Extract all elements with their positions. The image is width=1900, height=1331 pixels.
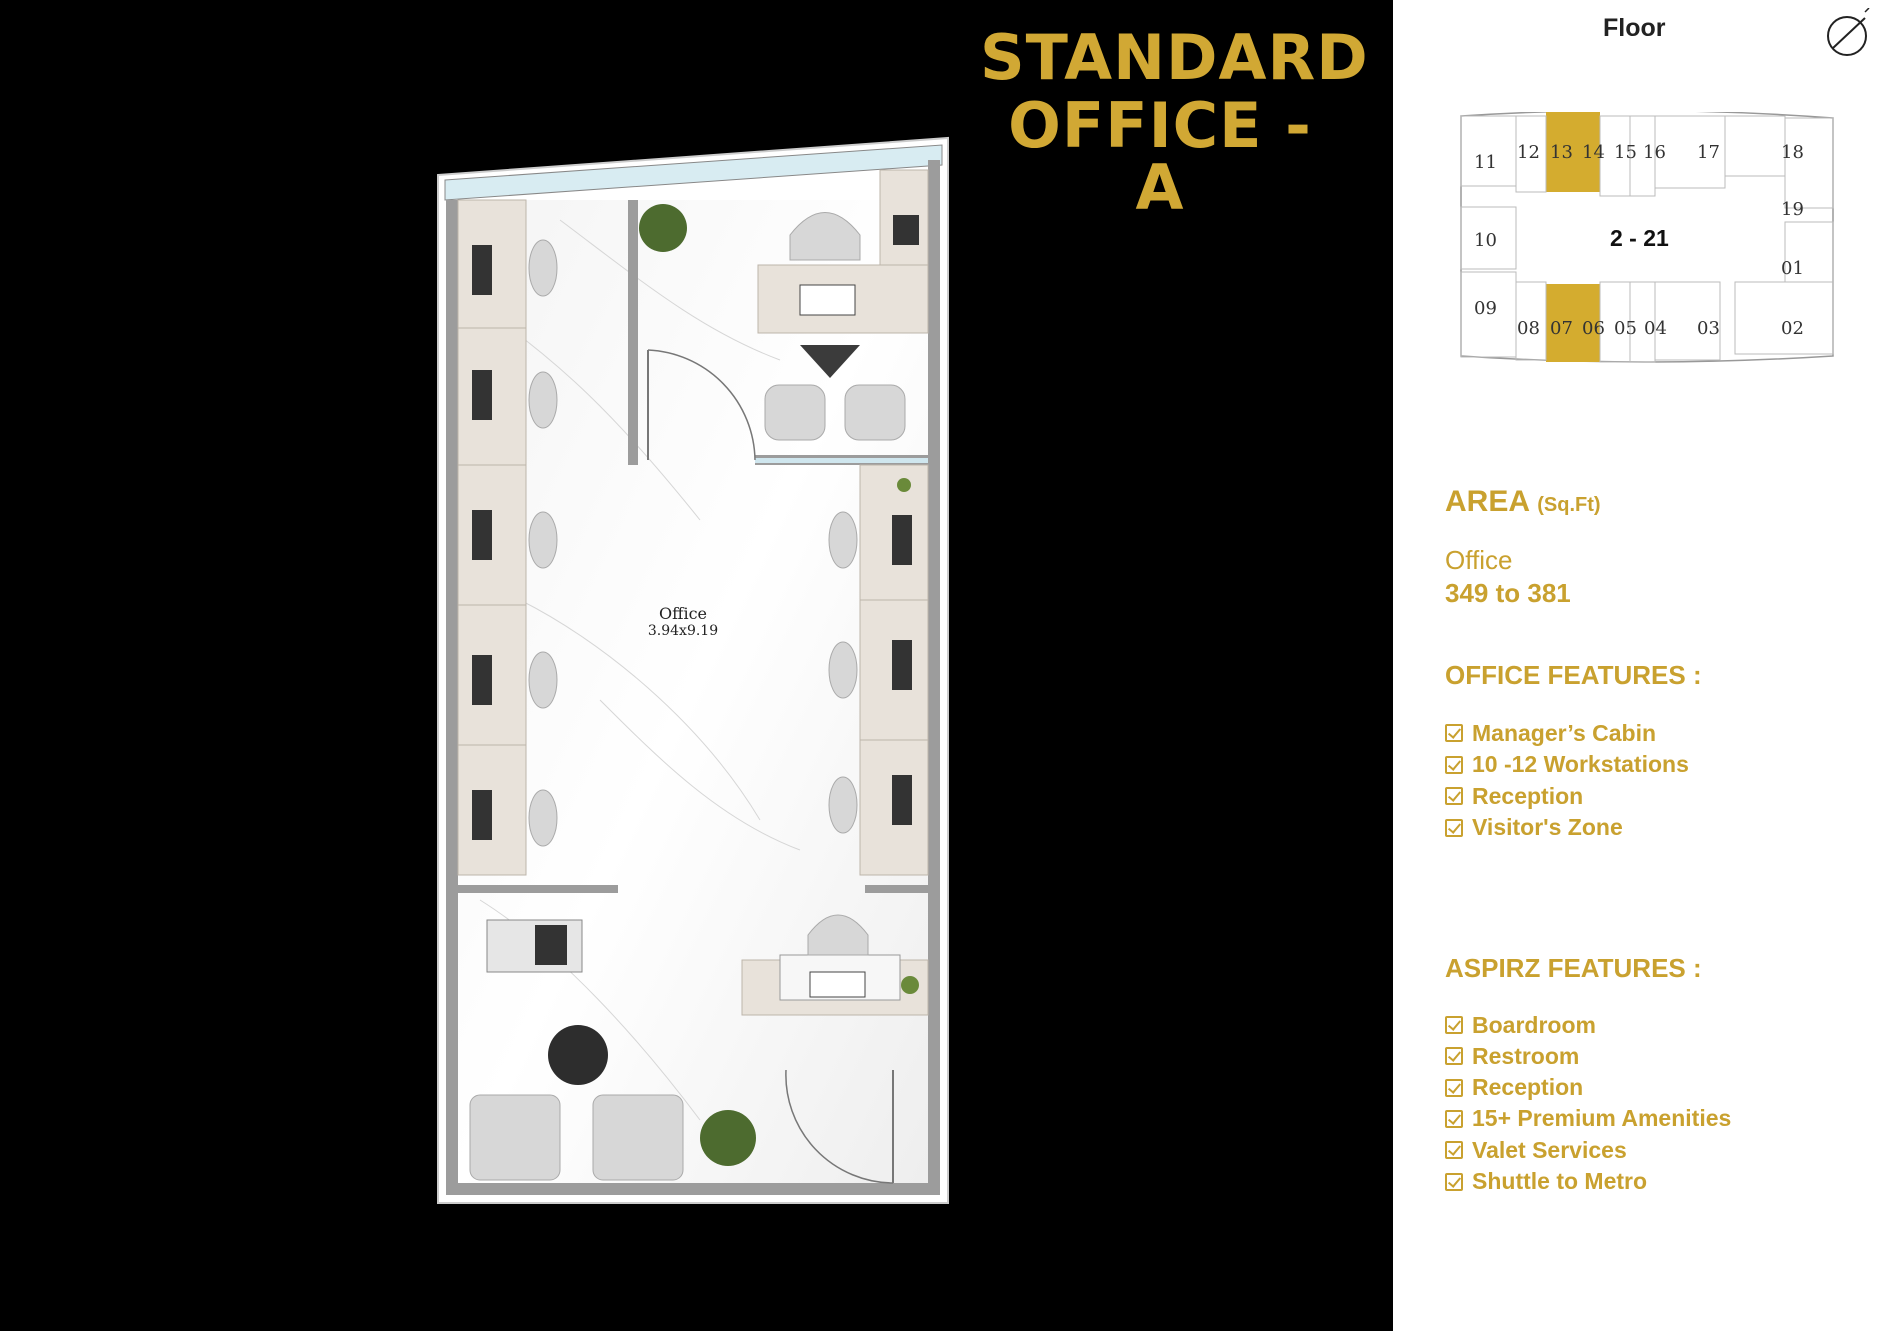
floor-unit-label: 11 — [1474, 152, 1497, 173]
manager-desk — [639, 169, 929, 441]
feature-item: 10 -12 Workstations — [1445, 750, 1689, 780]
feature-label: Restroom — [1472, 1042, 1580, 1069]
feature-item: Boardroom — [1445, 1010, 1596, 1040]
feature-item: Reception — [1445, 781, 1583, 811]
floor-label: Floor — [1603, 14, 1666, 42]
area-heading: AREA (Sq.Ft) — [1445, 485, 1601, 519]
feature-item: Restroom — [1445, 1041, 1579, 1071]
cabin-glass — [755, 458, 928, 463]
feature-label: 10 -12 Workstations — [1472, 751, 1689, 777]
checkbox-icon — [1445, 1141, 1463, 1160]
floor-unit-label: 10 — [1474, 230, 1497, 251]
floor-unit-label: 05 — [1614, 318, 1637, 339]
feature-item: 15+ Premium Amenities — [1445, 1104, 1731, 1134]
checkbox-icon — [1445, 818, 1463, 837]
floor-unit-label: 08 — [1517, 318, 1540, 339]
checkbox-icon — [1445, 1172, 1463, 1191]
area-label: Office — [1445, 545, 1513, 575]
workstations-left — [457, 199, 558, 876]
room-size-label: 3.94x9.19 — [647, 623, 719, 639]
feature-label: Reception — [1472, 782, 1584, 809]
checkbox-icon — [1445, 1109, 1463, 1128]
plant-icon — [901, 976, 919, 994]
floor-unit-label: 17 — [1697, 142, 1720, 163]
chair-icon — [592, 1094, 684, 1181]
laptop-icon — [799, 284, 856, 316]
checkbox-icon — [1445, 755, 1463, 774]
floor-unit-label: 04 — [1644, 318, 1667, 339]
unit-13 — [1546, 112, 1573, 192]
chair-icon — [807, 914, 869, 956]
printer — [486, 919, 583, 973]
reception-desk — [741, 914, 929, 1016]
floor-plan-drawing — [437, 136, 949, 1204]
floor-range-label: 2 - 21 — [1610, 225, 1669, 251]
floor-unit-label: 14 — [1582, 142, 1605, 163]
feature-item: Manager’s Cabin — [1445, 718, 1656, 748]
page-title-line2: OFFICE - A — [1008, 89, 1312, 224]
chair-icon — [469, 1094, 561, 1181]
floor-unit-label: 01 — [1781, 258, 1804, 279]
plant-icon — [700, 1110, 756, 1166]
floor-unit-label: 07 — [1550, 318, 1573, 339]
feature-label: Manager’s Cabin — [1472, 719, 1657, 746]
workstations-right — [828, 464, 929, 876]
feature-label: 15+ Premium Amenities — [1472, 1105, 1732, 1132]
checkbox-icon — [1445, 1078, 1463, 1097]
compass-icon — [1827, 8, 1870, 56]
floor-unit-label: 03 — [1697, 318, 1720, 339]
feature-label: Visitor's Zone — [1472, 814, 1623, 840]
feature-item: Shuttle to Metro — [1445, 1167, 1647, 1197]
cabin-wall — [628, 200, 638, 465]
area-heading-text: AREA — [1445, 485, 1529, 518]
aspirz-features-heading: ASPIRZ FEATURES : — [1445, 953, 1702, 983]
area-unit: (Sq.Ft) — [1537, 494, 1601, 516]
plant-icon — [897, 478, 911, 492]
floor-unit-label: 02 — [1781, 318, 1804, 339]
floor-key-map — [1460, 112, 1834, 363]
wall-bottom — [446, 1183, 940, 1195]
page-title-line1: STANDARD — [980, 21, 1369, 94]
chair-icon — [844, 384, 906, 441]
cabin-door-swing — [647, 349, 756, 461]
floor-unit-label: 06 — [1582, 318, 1605, 339]
checkbox-icon — [1445, 724, 1463, 742]
checkbox-icon — [1445, 1047, 1463, 1066]
unit-06 — [1573, 284, 1600, 362]
chair-icon — [789, 212, 861, 261]
floor-unit-label: 18 — [1781, 142, 1804, 163]
feature-item: Reception — [1445, 1073, 1583, 1103]
checkbox-icon — [1445, 1016, 1463, 1034]
window-strip — [444, 144, 943, 201]
feature-label: Boardroom — [1472, 1011, 1596, 1038]
plant-icon — [639, 204, 687, 252]
floor-unit-label: 09 — [1474, 298, 1497, 319]
feature-label: Reception — [1472, 1074, 1584, 1101]
reception-wall — [458, 885, 618, 893]
unit-14 — [1573, 112, 1600, 192]
unit-07 — [1546, 284, 1573, 362]
floor-unit-label: 15 — [1614, 142, 1637, 163]
wall-left — [446, 200, 458, 1195]
feature-item: Valet Services — [1445, 1135, 1627, 1165]
feature-label: Valet Services — [1472, 1136, 1627, 1163]
checkbox-icon — [1445, 787, 1463, 805]
feature-item: Visitor's Zone — [1445, 813, 1623, 843]
office-features-heading: OFFICE FEATURES : — [1445, 660, 1702, 690]
laptop-icon — [809, 971, 866, 998]
entry-door-swing — [785, 1069, 894, 1184]
reception-wall-right — [865, 885, 928, 893]
chair-icon — [764, 384, 826, 441]
side-table — [800, 345, 860, 378]
feature-label: Shuttle to Metro — [1472, 1168, 1648, 1194]
area-value: 349 to 381 — [1445, 578, 1571, 608]
floor-unit-label: 19 — [1781, 199, 1804, 220]
room-name-label: Office — [658, 604, 708, 623]
floor-unit-label: 12 — [1517, 142, 1540, 163]
floor-unit-label: 13 — [1550, 142, 1573, 163]
round-table — [548, 1025, 608, 1085]
wall-right — [928, 160, 940, 1195]
floor-unit-label: 16 — [1643, 142, 1666, 163]
